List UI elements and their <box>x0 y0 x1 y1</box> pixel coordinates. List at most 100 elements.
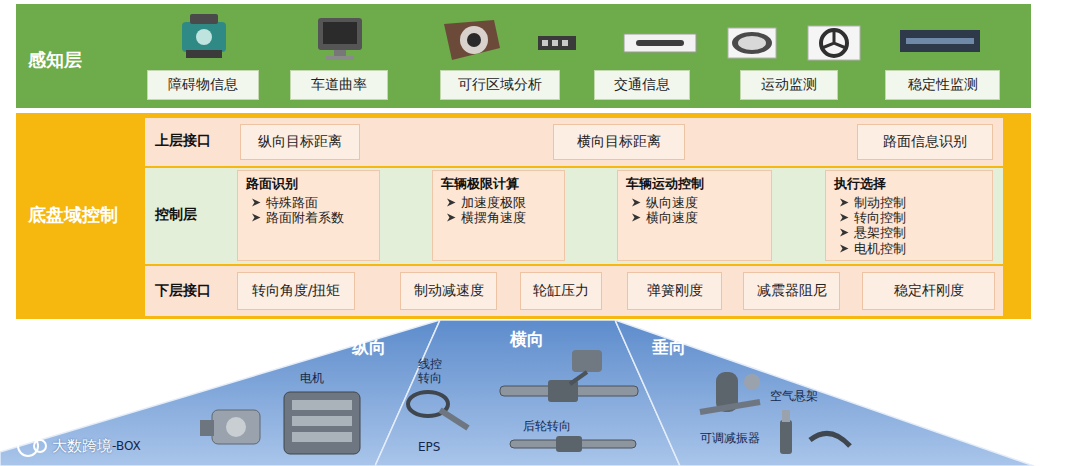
interface-box: 制动减速度 <box>400 272 497 310</box>
perception-box: 车道曲率 <box>290 70 388 100</box>
control-row-label: 控制层 <box>155 206 197 224</box>
box-text: 稳定性监测 <box>908 76 978 94</box>
bullet-arrow <box>632 214 641 222</box>
radar-icon <box>182 14 226 58</box>
bullet-arrow <box>447 198 456 206</box>
damper-figure <box>780 410 850 454</box>
steering-rack-figure <box>500 350 638 402</box>
vertical-sector-label: 垂向 <box>652 336 686 359</box>
sector-fill <box>615 320 1034 466</box>
bullet-arrow <box>252 214 261 222</box>
bullet-marker <box>840 198 849 207</box>
perception-box: 可行区域分析 <box>440 70 560 100</box>
bullet-arrow <box>840 244 849 252</box>
bullet-arrow <box>252 198 261 206</box>
bullet-text: 特殊路面 <box>266 195 318 210</box>
bullet-marker <box>447 213 456 222</box>
box-heading: 车辆运动控制 <box>626 176 763 192</box>
box-text: 运动监测 <box>761 76 817 94</box>
watermark-logo <box>18 436 46 456</box>
bullet-text: 转向控制 <box>854 210 906 225</box>
box-text: 轮缸压力 <box>533 282 589 300</box>
perception-box: 稳定性监测 <box>885 70 1000 100</box>
box-heading: 执行选择 <box>834 176 984 192</box>
bullet-marker <box>252 213 261 222</box>
part-name: 后轮转向 <box>523 418 571 435</box>
imu-icon <box>728 28 776 58</box>
stability-sensor-icon <box>808 26 860 60</box>
bullet-marker <box>632 198 641 207</box>
control-box: 车辆运动控制纵向速度横向速度 <box>617 170 772 261</box>
control-box: 路面识别特殊路面路面附着系数 <box>237 170 380 261</box>
ebox-figure <box>200 410 260 444</box>
bullet-text: 横向速度 <box>646 210 698 225</box>
bullet-arrow <box>632 198 641 206</box>
bullet-text: 电机控制 <box>854 241 906 256</box>
bullet-item: 特殊路面 <box>246 195 371 210</box>
perception-box: 障碍物信息 <box>147 70 259 100</box>
interface-box: 横向目标距离 <box>553 124 685 160</box>
bullet-text: 横摆角速度 <box>461 210 526 225</box>
interface-box: 稳定杆刚度 <box>862 272 995 310</box>
bullet-marker <box>447 198 456 207</box>
box-heading: 路面识别 <box>246 176 371 192</box>
air-suspension-figure <box>700 372 760 412</box>
vertical-sector: 垂向 <box>615 320 1035 466</box>
control-box: 执行选择制动控制转向控制悬架控制电机控制 <box>825 170 993 261</box>
part-name: 可调减振器 <box>700 430 760 447</box>
longitudinal-sector-label: 纵向 <box>352 336 386 359</box>
part-name: -BOX <box>112 439 141 453</box>
lidar-icon <box>624 34 696 52</box>
control-box: 车辆极限计算加速度极限横摆角速度 <box>432 170 565 261</box>
interface-box: 转向角度/扭矩 <box>237 272 355 310</box>
interface-row-label: 上层接口 <box>155 132 211 150</box>
box-text: 纵向目标距离 <box>258 133 342 151</box>
bullet-arrow <box>447 214 456 222</box>
chassis-domain-band: 底盘域控制上层接口纵向目标距离横向目标距离路面信息识别控制层路面识别特殊路面路面… <box>16 113 1031 319</box>
part-name: EPS <box>418 440 440 454</box>
camera-icon <box>444 20 500 60</box>
box-text: 可行区域分析 <box>458 76 542 94</box>
connector-icon <box>538 36 576 50</box>
bullet-item: 电机控制 <box>834 241 984 256</box>
part-name: 线控转向 <box>418 358 444 386</box>
control-row: 控制层路面识别特殊路面路面附着系数车辆极限计算加速度极限横摆角速度车辆运动控制纵… <box>145 168 1003 264</box>
bullet-item: 制动控制 <box>834 195 984 210</box>
box-text: 横向目标距离 <box>577 133 661 151</box>
bullet-marker <box>840 213 849 222</box>
bullet-item: 转向控制 <box>834 210 984 225</box>
box-text: 弹簧刚度 <box>647 282 703 300</box>
box-text: 减震器阻尼 <box>757 282 827 300</box>
interface-box: 减震器阻尼 <box>743 272 840 310</box>
bullet-arrow <box>840 214 849 222</box>
radar-strip-icon <box>900 30 980 52</box>
interface-box: 弹簧刚度 <box>627 272 722 310</box>
bullet-marker <box>252 198 261 207</box>
steering-column-figure <box>408 392 468 428</box>
rear-steer-figure <box>510 436 636 452</box>
bullet-marker <box>840 244 849 253</box>
interface-box: 路面信息识别 <box>857 124 993 160</box>
box-heading: 车辆极限计算 <box>441 176 556 192</box>
bullet-item: 加速度极限 <box>441 195 556 210</box>
sector-fill <box>0 320 440 466</box>
box-text: 稳定杆刚度 <box>894 282 964 300</box>
interface-row-label: 下层接口 <box>155 282 211 300</box>
perception-band-label: 感知层 <box>28 48 82 72</box>
bullet-text: 悬架控制 <box>854 225 906 240</box>
bullet-arrow <box>840 198 849 206</box>
box-text: 制动减速度 <box>414 282 484 300</box>
perception-box: 交通信息 <box>594 70 690 100</box>
watermark: 大数跨境 <box>52 437 112 456</box>
interface-box: 轮缸压力 <box>520 272 602 310</box>
motor-figure <box>284 392 360 454</box>
bullet-text: 制动控制 <box>854 195 906 210</box>
part-name: 电机 <box>300 370 324 387</box>
lateral-sector-label: 横向 <box>510 328 544 351</box>
bullet-marker <box>632 213 641 222</box>
box-text: 车道曲率 <box>311 76 367 94</box>
interface-row: 下层接口 转向角度/扭矩 制动减速度 轮缸压力 弹簧刚度 减震器阻尼 稳定杆刚度 <box>145 266 1003 316</box>
perception-band: 感知层障碍物信息 车道曲率 可行区域分析 交通信息 运动监测 稳定性监测 <box>16 4 1031 108</box>
box-text: 路面信息识别 <box>883 133 967 151</box>
